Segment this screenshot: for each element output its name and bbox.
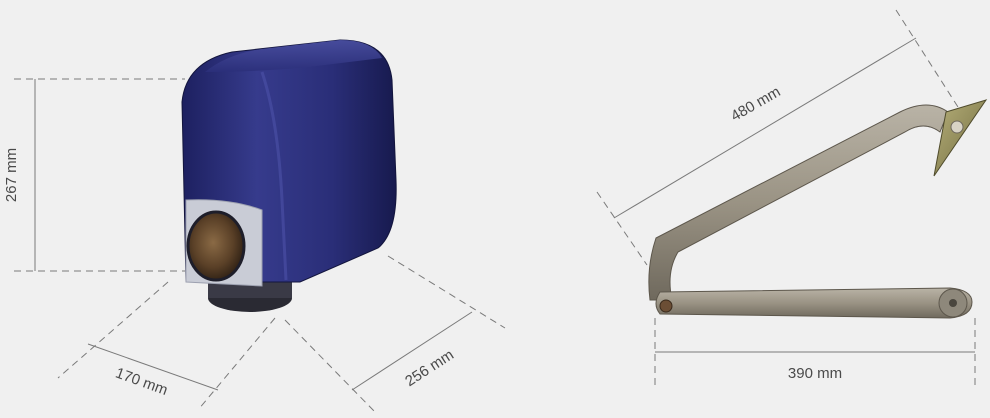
motor-dimension-lines — [14, 78, 506, 413]
bracket-pivot — [950, 120, 964, 134]
motor-housing-illustration — [181, 39, 397, 312]
arm-base-label: 390 mm — [788, 365, 842, 382]
arm-illustration — [648, 99, 988, 319]
arm-dimension-lines — [596, 9, 976, 390]
arm-pivot-pin — [659, 299, 673, 313]
arm-long-segment — [648, 104, 949, 301]
depth-extension-left — [284, 319, 376, 413]
motor-output-port — [186, 210, 246, 282]
motor-unit-group: 267 mm 170 mm 256 mm — [3, 39, 506, 413]
depth-extension-right — [387, 255, 506, 329]
arm-length-extension-left — [596, 191, 648, 266]
arm-length-label: 480 mm — [728, 83, 783, 125]
depth-dimension-line — [351, 311, 473, 391]
width-dimension-line — [87, 343, 219, 391]
width-extension-left — [57, 281, 169, 379]
motor-height-label: 267 mm — [3, 148, 20, 202]
motor-housing-highlight — [260, 71, 288, 281]
motor-housing-top — [205, 40, 382, 72]
arm-unit-group: 480 mm 390 mm — [596, 9, 988, 390]
arm-length-extension-right — [895, 9, 966, 119]
width-extension-right — [197, 317, 276, 411]
arm-straight-segment — [655, 287, 973, 319]
arm-length-dimension-line — [613, 37, 917, 219]
arm-mounting-bracket — [933, 99, 988, 177]
motor-depth-label: 256 mm — [402, 346, 457, 390]
arm-end-joint-hole — [949, 299, 957, 307]
